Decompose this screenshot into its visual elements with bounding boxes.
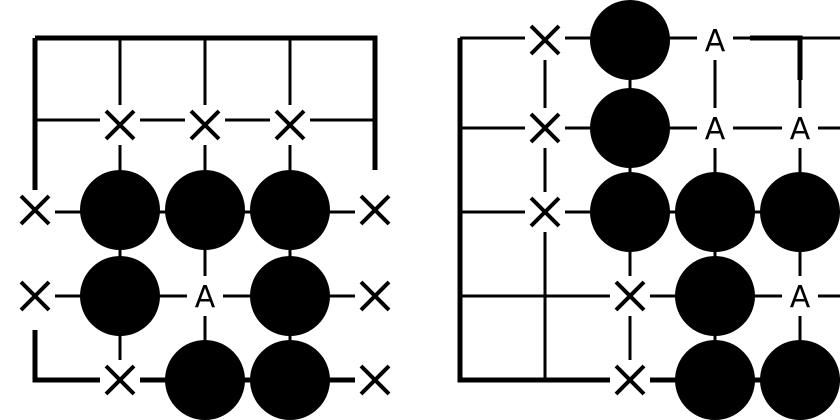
- x-mark: [610, 276, 650, 316]
- a-mark-label: A: [790, 112, 811, 147]
- x-mark: [525, 108, 565, 148]
- black-stone: [165, 340, 245, 420]
- black-stone: [675, 340, 755, 420]
- x-mark: [270, 105, 310, 145]
- x-mark: [355, 190, 395, 230]
- x-mark: [610, 360, 650, 400]
- black-stone: [675, 256, 755, 336]
- a-mark-background: [187, 276, 223, 316]
- black-stone: [80, 170, 160, 250]
- black-stone: [250, 170, 330, 250]
- a-mark-label: A: [195, 280, 216, 315]
- black-stone: [250, 340, 330, 420]
- a-mark-background: [697, 108, 733, 148]
- right-diagram: A A A A: [457, 0, 840, 420]
- a-mark-label: A: [705, 112, 726, 147]
- a-mark-label: A: [705, 24, 726, 59]
- black-stone: [590, 172, 670, 252]
- x-mark: [525, 192, 565, 232]
- black-stone: [80, 256, 160, 336]
- left-diagram: A: [15, 35, 395, 420]
- black-stone: [760, 172, 840, 252]
- black-stone: [250, 256, 330, 336]
- a-mark-background: [697, 20, 733, 60]
- x-mark: [525, 20, 565, 60]
- x-mark: [15, 276, 55, 316]
- a-mark-background: [782, 108, 818, 148]
- x-mark: [15, 190, 55, 230]
- black-stone: [165, 170, 245, 250]
- black-stone: [590, 88, 670, 168]
- black-stone: [675, 172, 755, 252]
- x-mark: [355, 360, 395, 400]
- x-mark: [355, 276, 395, 316]
- black-stone: [590, 0, 670, 80]
- a-mark-background: [782, 276, 818, 316]
- a-mark-label: A: [790, 280, 811, 315]
- x-mark: [100, 360, 140, 400]
- black-stone: [760, 340, 840, 420]
- x-mark: [185, 105, 225, 145]
- x-mark: [100, 105, 140, 145]
